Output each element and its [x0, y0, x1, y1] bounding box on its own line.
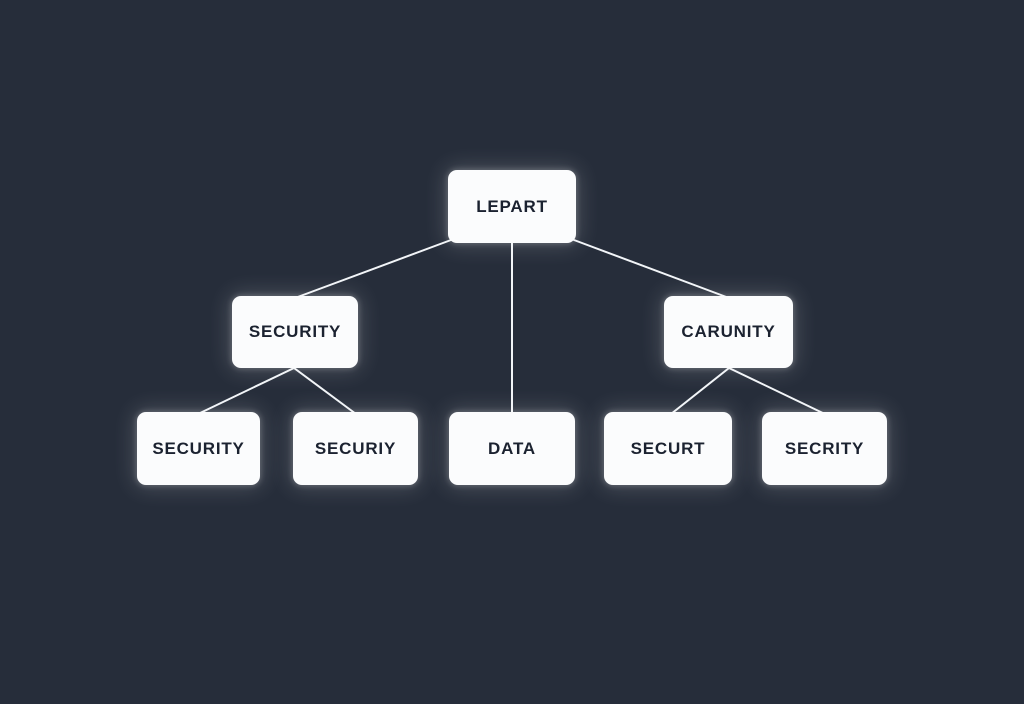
node-securiy: SECURIY: [293, 412, 418, 485]
edge-carunity-secrity: [728, 367, 828, 416]
node-label-security-leaf: SECURITY: [152, 438, 245, 458]
node-label-securiy: SECURIY: [314, 438, 397, 458]
node-label-data: DATA: [488, 438, 536, 458]
node-carunity: CARUNITY: [664, 296, 793, 368]
node-security-leaf: SECURITY: [137, 412, 260, 485]
edge-lepart-security-mid: [294, 239, 452, 299]
node-securt: SECURT: [604, 412, 732, 485]
edge-carunity-securt: [670, 367, 730, 415]
node-label-securt: SECURT: [630, 438, 706, 458]
edge-lepart-carunity: [573, 239, 730, 299]
node-security-mid: SECURITY: [232, 296, 358, 368]
edge-security-mid-securiy: [293, 367, 357, 415]
node-label-lepart: LEPART: [476, 196, 548, 216]
node-data: DATA: [449, 412, 575, 485]
node-lepart: LEPART: [448, 170, 576, 243]
node-secrity: SECRITY: [762, 412, 887, 485]
node-label-security-mid: SECURITY: [248, 322, 342, 341]
node-label-secrity: SECRITY: [784, 438, 865, 458]
node-label-carunity: CARUNITY: [681, 322, 776, 341]
edge-security-mid-security-leaf: [197, 367, 295, 415]
